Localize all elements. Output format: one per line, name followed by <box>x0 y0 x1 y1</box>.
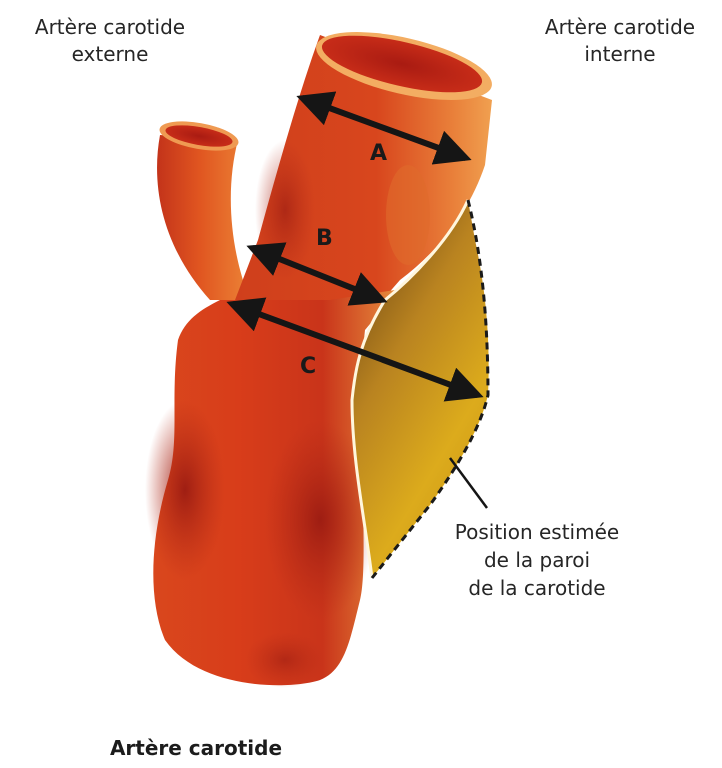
measure-label-b: B <box>316 226 333 251</box>
measure-label-c: C <box>300 354 316 379</box>
measure-label-a: A <box>370 141 387 166</box>
wall-leader-line <box>450 458 487 508</box>
label-internal-carotid: Artère carotide interne <box>520 14 720 68</box>
label-estimated-wall: Position estimée de la paroi de la carot… <box>402 518 672 602</box>
label-external-carotid: Artère carotide externe <box>0 14 220 68</box>
external-carotid-branch <box>157 135 250 300</box>
diagram-title: Artère carotide <box>96 735 296 762</box>
